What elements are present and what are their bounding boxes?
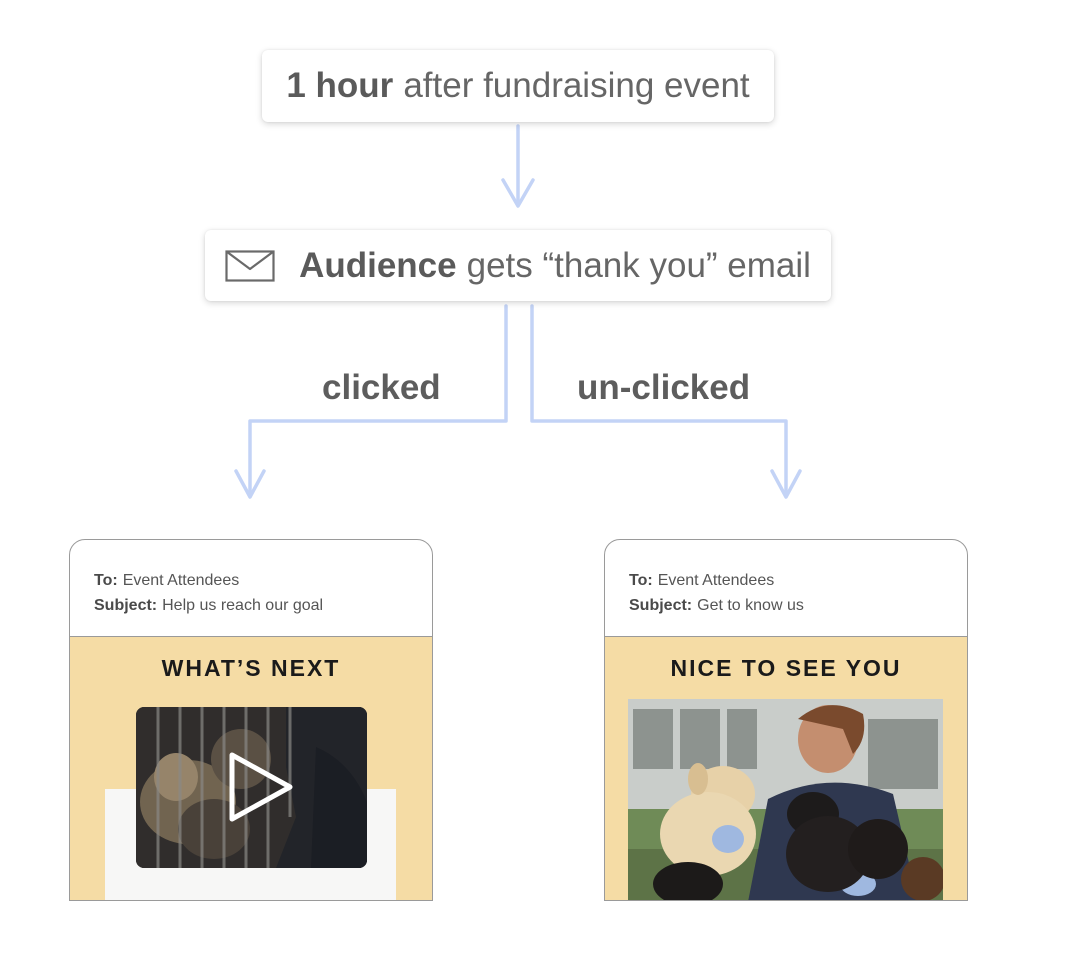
arrowhead-clicked — [234, 469, 266, 499]
subject-value: Get to know us — [697, 597, 804, 614]
email-header: To:Event Attendees Subject:Get to know u… — [605, 540, 967, 637]
arrowhead-unclicked — [770, 469, 802, 499]
email-heading: NICE TO SEE YOU — [670, 655, 902, 681]
email-to-line: To:Event Attendees — [94, 568, 432, 593]
branch-label-unclicked: un-clicked — [577, 368, 751, 407]
branch-label-clicked: clicked — [322, 368, 441, 407]
email-photo — [628, 699, 943, 900]
email-to-line: To:Event Attendees — [629, 568, 967, 593]
email-subject-line: Subject:Help us reach our goal — [94, 593, 432, 618]
subject-label: Subject: — [94, 597, 158, 614]
to-label: To: — [94, 572, 118, 589]
email-heading: WHAT’S NEXT — [161, 655, 341, 681]
email-card-unclicked: To:Event Attendees Subject:Get to know u… — [604, 539, 968, 901]
email-body: NICE TO SEE YOU — [605, 637, 967, 900]
trigger-text: after fundraising event — [403, 66, 750, 105]
email-subject-line: Subject:Get to know us — [629, 593, 967, 618]
woman-with-puppies-image — [628, 699, 943, 900]
to-label: To: — [629, 572, 653, 589]
email-header: To:Event Attendees Subject:Help us reach… — [70, 540, 432, 637]
video-still-image — [136, 707, 367, 868]
action-bold-text: Audience — [299, 245, 457, 285]
to-value: Event Attendees — [122, 572, 240, 589]
action-text: gets “thank you” email — [466, 245, 811, 285]
trigger-bold-text: 1 hour — [286, 66, 394, 105]
play-icon[interactable] — [228, 751, 294, 823]
subject-label: Subject: — [629, 597, 693, 614]
trigger-step: 1 hour after fundraising event — [262, 50, 774, 122]
subject-value: Help us reach our goal — [162, 597, 324, 614]
email-body: WHAT’S NEXT — [70, 637, 432, 900]
to-value: Event Attendees — [657, 572, 775, 589]
email-card-clicked: To:Event Attendees Subject:Help us reach… — [69, 539, 433, 901]
arrowhead-trigger-action — [501, 178, 535, 208]
action-step: Audience gets “thank you” email — [205, 230, 831, 301]
envelope-icon — [225, 249, 275, 282]
video-thumbnail[interactable] — [136, 707, 367, 868]
